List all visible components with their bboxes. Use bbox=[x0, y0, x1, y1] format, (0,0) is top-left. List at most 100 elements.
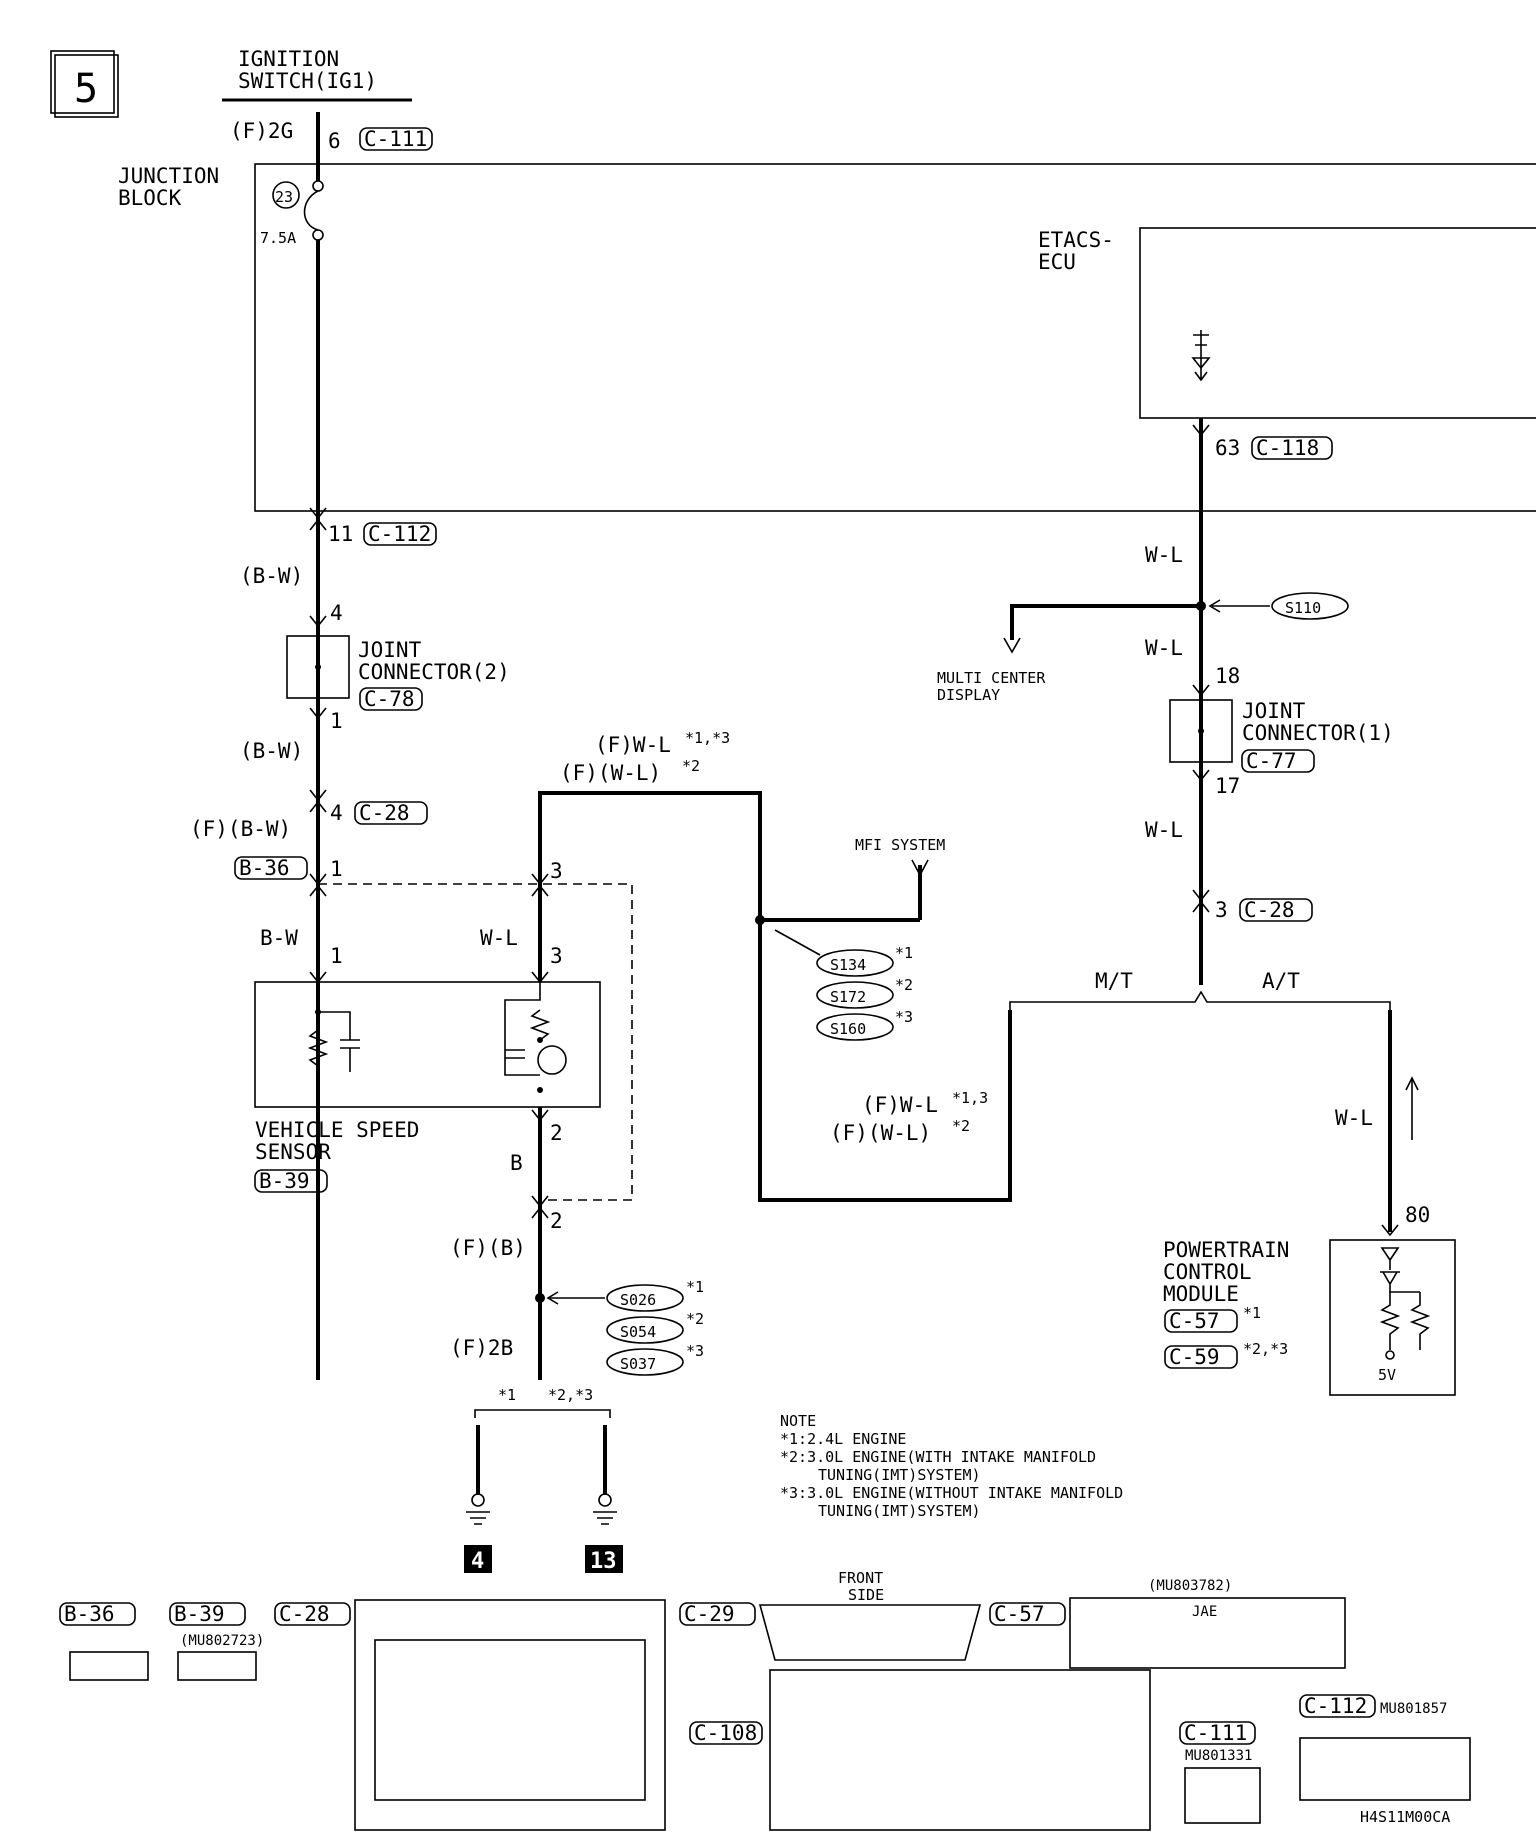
pcm-label-2: CONTROL bbox=[1163, 1260, 1252, 1284]
cv-c112-shape bbox=[1299, 1737, 1471, 1801]
cv-c111-shape bbox=[1184, 1767, 1261, 1824]
jc2-label-1: JOINT bbox=[358, 638, 422, 662]
pcm-label-3: MODULE bbox=[1163, 1282, 1239, 1306]
at-arrow-head bbox=[1405, 1076, 1419, 1091]
cv-c57-label: C-57 bbox=[994, 1602, 1045, 1626]
s110-pointer-head bbox=[1208, 599, 1221, 613]
mcd-label-2: DISPLAY bbox=[937, 686, 1000, 704]
cv-c112-oval bbox=[1299, 1694, 1376, 1718]
pin-6: 6 bbox=[328, 129, 341, 153]
fuse-number-circle bbox=[272, 181, 300, 209]
label-wl-4: W-L bbox=[1335, 1106, 1373, 1130]
etacs-box bbox=[1139, 227, 1536, 419]
conn-b39-label: B-39 bbox=[259, 1169, 310, 1193]
fwl-top-1-sup: *1,*3 bbox=[685, 729, 730, 747]
conn-c28a-oval bbox=[354, 801, 428, 825]
conn-c57-label: C-57 bbox=[1169, 1309, 1220, 1333]
vss-output-loop bbox=[504, 982, 541, 1076]
s054-label: S054 bbox=[620, 1323, 656, 1341]
s110-label: S110 bbox=[1285, 599, 1321, 617]
page-number: 5 bbox=[74, 66, 98, 112]
conn-marker-vss-2 bbox=[531, 1109, 549, 1122]
junction-block-label-1: JUNCTION bbox=[118, 164, 219, 188]
fuse-terminal-top bbox=[312, 180, 324, 192]
label-bw-plain: B-W bbox=[260, 926, 298, 950]
pin-4a: 4 bbox=[330, 601, 343, 625]
vss-node bbox=[315, 1009, 321, 1015]
s134-pointer bbox=[774, 929, 821, 956]
ground-4-symbol bbox=[466, 1511, 490, 1525]
label-at: A/T bbox=[1262, 969, 1300, 993]
pin-80: 80 bbox=[1405, 1203, 1430, 1227]
cv-b39-part: (MU802723) bbox=[180, 1633, 264, 1649]
s172-label: S172 bbox=[830, 988, 866, 1006]
conn-b36-oval bbox=[234, 856, 308, 880]
conn-c28a-label: C-28 bbox=[359, 801, 410, 825]
pcm-5v-terminal bbox=[1385, 1350, 1395, 1360]
etacs-internal-symbol bbox=[1193, 330, 1209, 382]
note-line-3: *3:3.0L ENGINE(WITHOUT INTAKE MANIFOLD bbox=[780, 1484, 1123, 1502]
mt-at-bracket bbox=[1009, 990, 1391, 1010]
s054-sup: *2 bbox=[686, 1310, 704, 1328]
conn-c118-oval bbox=[1251, 436, 1333, 460]
pin-2b: 2 bbox=[550, 1209, 563, 1233]
conn-c111-oval bbox=[359, 127, 433, 151]
s026-sup: *1 bbox=[686, 1278, 704, 1296]
pin-3a: 3 bbox=[550, 859, 563, 883]
joint-connector-1-box bbox=[1169, 699, 1233, 763]
cv-c111-part: MU801331 bbox=[1185, 1748, 1252, 1764]
pin-11: 11 bbox=[328, 522, 353, 546]
conn-c59-sup: *2,*3 bbox=[1243, 1340, 1288, 1358]
conn-marker-vss-3 bbox=[531, 971, 549, 984]
diagram-code: H4S11M00CA bbox=[1360, 1808, 1450, 1826]
pin-3c: 3 bbox=[1215, 898, 1228, 922]
cv-front-label-1: FRONT bbox=[838, 1569, 883, 1587]
conn-marker-c118 bbox=[1192, 424, 1210, 437]
pin-1b: 1 bbox=[330, 857, 343, 881]
pcm-5v: 5V bbox=[1378, 1366, 1396, 1384]
etacs-label-1: ETACS- bbox=[1038, 228, 1114, 252]
s160-label: S160 bbox=[830, 1020, 866, 1038]
ground-4-terminal bbox=[471, 1493, 485, 1507]
s037-sup: *3 bbox=[686, 1342, 704, 1360]
etacs-diode bbox=[1191, 357, 1211, 370]
conn-b39-oval bbox=[254, 1169, 328, 1193]
ground-13-label: 13 bbox=[590, 1549, 617, 1574]
s172-oval bbox=[816, 981, 894, 1009]
s037-oval bbox=[606, 1348, 684, 1376]
cv-c57-part: (MU803782) bbox=[1148, 1578, 1232, 1594]
cv-c57-shape bbox=[1069, 1597, 1346, 1669]
conn-c78-label: C-78 bbox=[364, 687, 415, 711]
pcm-label-1: POWERTRAIN bbox=[1163, 1238, 1289, 1262]
cv-c108-label: C-108 bbox=[694, 1721, 757, 1745]
s134-label: S134 bbox=[830, 956, 866, 974]
conn-c59-oval bbox=[1164, 1345, 1238, 1369]
vss-transistor bbox=[537, 1045, 567, 1075]
pcm-box bbox=[1329, 1239, 1456, 1396]
junction-block-box bbox=[254, 163, 1536, 512]
conn-c77-label: C-77 bbox=[1246, 749, 1297, 773]
vss-output-capacitor bbox=[505, 1049, 525, 1059]
conn-c28b-oval bbox=[1239, 898, 1313, 922]
conn-b36-label: B-36 bbox=[239, 856, 290, 880]
wire-multi-center bbox=[1010, 604, 1201, 640]
cv-b39-shape bbox=[177, 1651, 257, 1681]
label-wl-2: W-L bbox=[1145, 636, 1183, 660]
s026-oval bbox=[606, 1284, 684, 1312]
conn-c59-label: C-59 bbox=[1169, 1345, 1220, 1369]
s054-oval bbox=[606, 1316, 684, 1344]
label-bw-2: (B-W) bbox=[240, 739, 303, 763]
fuse-number: 23 bbox=[275, 188, 293, 206]
cv-b39-label: B-39 bbox=[174, 1602, 225, 1626]
s037-label: S037 bbox=[620, 1355, 656, 1373]
conn-marker-jc2-bottom bbox=[309, 707, 327, 720]
vss-node-bottom bbox=[537, 1087, 543, 1093]
cv-c29-oval bbox=[679, 1602, 756, 1626]
vss-label-2: SENSOR bbox=[255, 1140, 331, 1164]
conn-c118-label: C-118 bbox=[1256, 436, 1319, 460]
multi-center-arrow bbox=[1003, 637, 1021, 654]
label-mt: M/T bbox=[1095, 969, 1133, 993]
conn-marker-vss-gnd bbox=[531, 1195, 549, 1219]
s026-label: S026 bbox=[620, 1291, 656, 1309]
